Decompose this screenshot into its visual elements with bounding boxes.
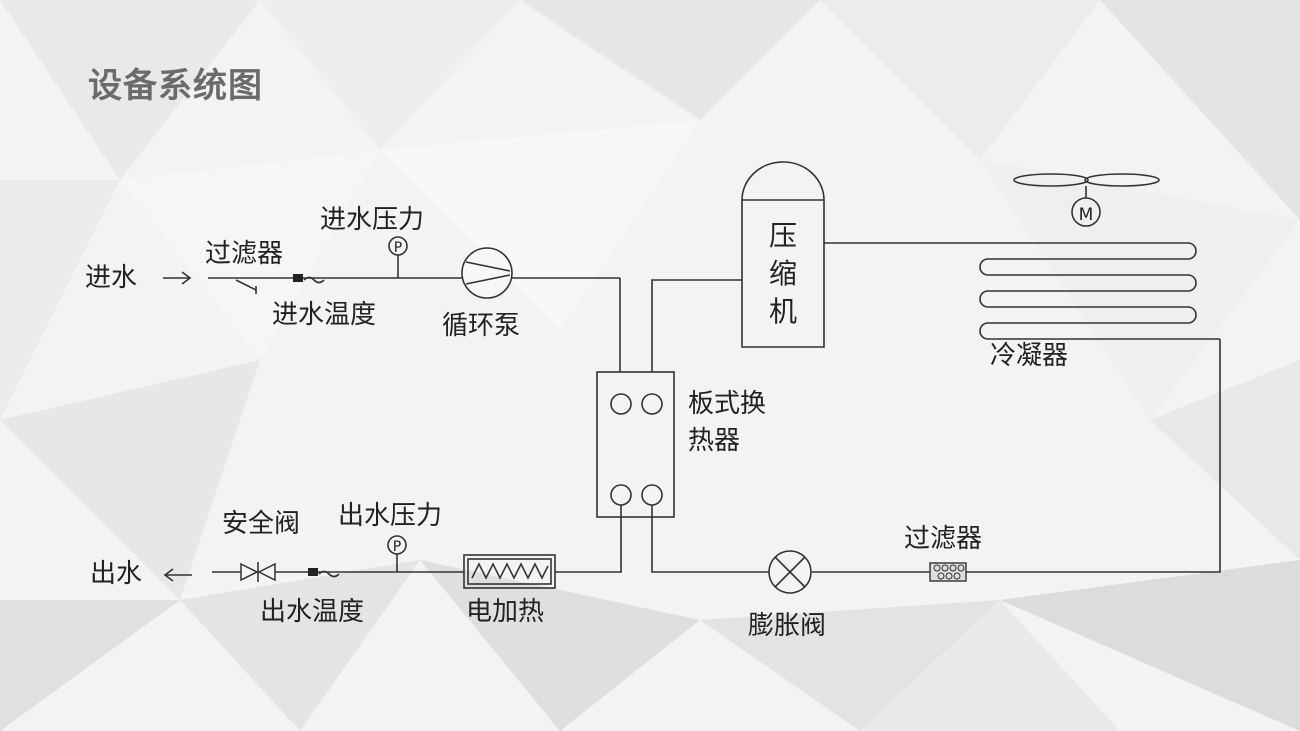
label-outlet-pressure: 出水压力 [338,501,442,531]
label-outlet-temperature: 出水温度 [260,597,364,627]
label-inlet: 进水 [85,263,137,293]
page-title: 设备系统图 [88,66,263,106]
label-pump: 循环泵 [442,311,520,341]
label-electric-heater: 电加热 [466,597,544,627]
label-plate-hx-1: 板式换 [688,389,766,419]
label-compressor-1: 压 [769,219,797,252]
condenser-fan [1013,173,1160,227]
inlet-pressure-gauge-symbol: P [394,240,402,256]
label-outlet: 出水 [90,559,142,589]
electric-heater [463,554,556,589]
label-compressor-2: 缩 [769,257,797,290]
circulation-pump [461,247,513,299]
outlet-temperature-sensor [308,568,318,576]
label-expansion-valve: 膨胀阀 [748,611,826,641]
label-condenser: 冷凝器 [990,341,1068,371]
label-inlet-temperature: 进水温度 [272,300,376,330]
condenser-coil [979,242,1220,340]
label-inlet-filter: 过滤器 [205,239,283,269]
inlet-temperature-sensor [293,274,303,282]
inlet-arrow [163,271,192,285]
inlet-pressure-gauge [388,236,408,256]
label-safety-valve: 安全阀 [222,509,300,539]
label-compressor-3: 机 [769,295,797,328]
fan-motor-symbol: M [1079,205,1094,225]
compressor [741,161,825,348]
inlet-filter-symbol [235,279,257,291]
outlet-pressure-gauge-symbol: P [393,539,401,555]
outlet-pressure-gauge [387,535,407,555]
label-refrigerant-filter: 过滤器 [904,524,982,554]
label-inlet-pressure: 进水压力 [320,205,424,235]
safety-valve [240,562,276,582]
expansion-valve [768,550,812,594]
label-plate-hx-2: 热器 [688,426,740,456]
plate-heat-exchanger [596,371,675,518]
outlet-arrow [163,568,192,582]
